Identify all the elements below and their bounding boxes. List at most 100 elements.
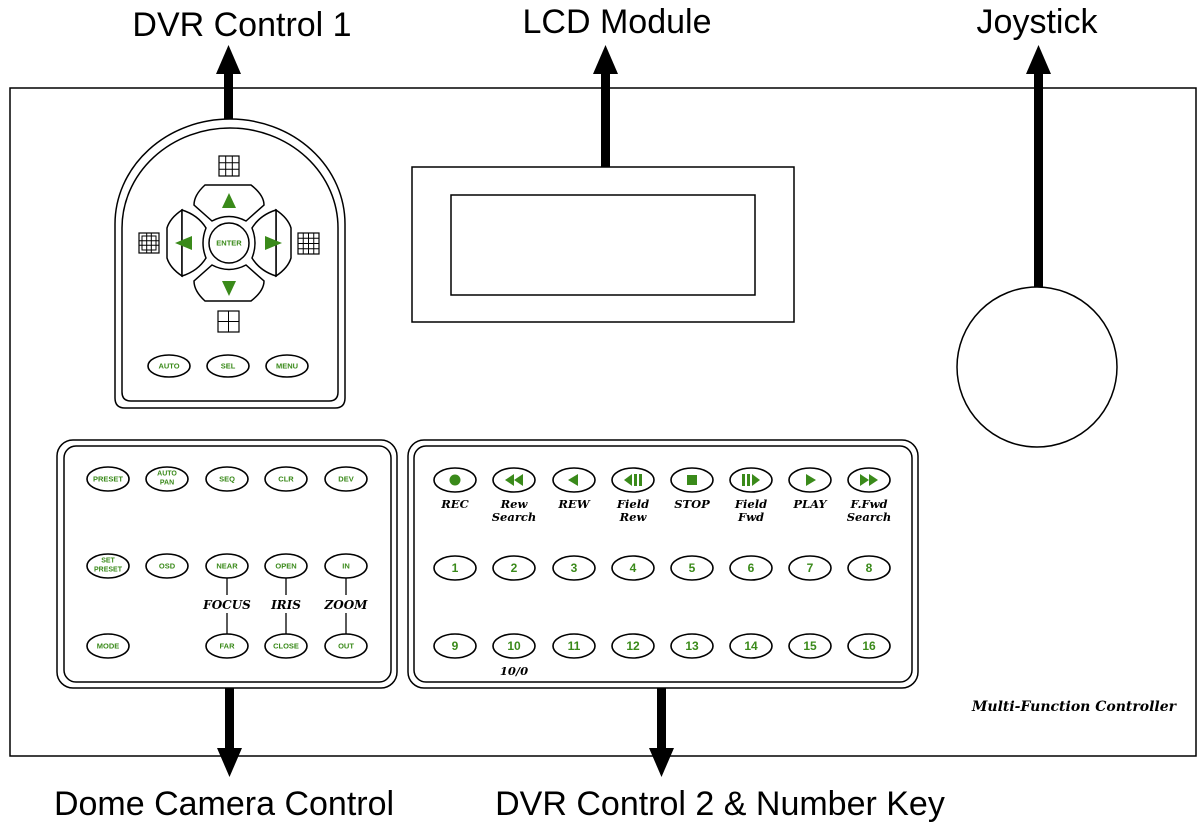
number-key-9[interactable]: 9 bbox=[433, 633, 477, 659]
preset-label: PRESET bbox=[93, 475, 123, 484]
dvr-control-2-panel bbox=[407, 439, 919, 689]
auto-label: AUTO bbox=[158, 362, 179, 371]
rew-search-button[interactable] bbox=[492, 467, 536, 493]
field-forward-icon bbox=[742, 474, 760, 486]
lcd-screen bbox=[450, 194, 756, 296]
number-key-6[interactable]: 6 bbox=[729, 555, 773, 581]
number-key-7[interactable]: 7 bbox=[788, 555, 832, 581]
arrow-dome-camera-control bbox=[217, 688, 242, 777]
auto-button[interactable]: AUTO bbox=[147, 354, 191, 378]
number-key-13[interactable]: 13 bbox=[670, 633, 714, 659]
number-key-7-label: 7 bbox=[807, 561, 814, 575]
sel-button[interactable]: SEL bbox=[206, 354, 250, 378]
preset-button[interactable]: PRESET bbox=[86, 466, 130, 492]
auto-pan-label-1: AUTO bbox=[157, 471, 177, 478]
number-key-11[interactable]: 11 bbox=[552, 633, 596, 659]
arrow-joystick bbox=[1026, 45, 1051, 294]
down-button[interactable] bbox=[193, 264, 265, 302]
arrow-dvr-control-1 bbox=[216, 45, 241, 134]
right-arrow-icon bbox=[265, 236, 282, 250]
number-key-11-label: 11 bbox=[568, 639, 581, 653]
seq-button[interactable]: SEQ bbox=[205, 466, 249, 492]
quad-grid-9-icon[interactable] bbox=[218, 155, 240, 177]
out-label: OUT bbox=[338, 642, 354, 651]
number-key-6-label: 6 bbox=[748, 561, 755, 575]
play-label: PLAY bbox=[792, 497, 828, 511]
close-button[interactable]: CLOSE bbox=[264, 633, 308, 659]
seq-label: SEQ bbox=[219, 475, 235, 484]
in-label: IN bbox=[342, 562, 350, 571]
stop-icon bbox=[687, 475, 697, 485]
fast-forward-icon bbox=[860, 474, 878, 486]
field-rewind-icon bbox=[624, 474, 642, 486]
callout-dome-camera-control: Dome Camera Control bbox=[54, 785, 394, 823]
auto-pan-button[interactable]: AUTO PAN bbox=[145, 466, 189, 492]
rec-button[interactable] bbox=[433, 467, 477, 493]
play-button[interactable] bbox=[788, 467, 832, 493]
dev-label: DEV bbox=[338, 475, 353, 484]
joystick[interactable] bbox=[956, 286, 1118, 448]
number-key-2[interactable]: 2 bbox=[492, 555, 536, 581]
set-preset-label-1: SET bbox=[101, 558, 115, 565]
near-label: NEAR bbox=[216, 562, 238, 571]
number-key-15-label: 15 bbox=[803, 639, 817, 653]
rew-button[interactable] bbox=[552, 467, 596, 493]
far-label: FAR bbox=[220, 642, 236, 651]
ten-zero-label: 10/0 bbox=[500, 664, 528, 678]
iris-label: IRIS bbox=[270, 598, 301, 612]
out-button[interactable]: OUT bbox=[324, 633, 368, 659]
rec-label: REC bbox=[440, 497, 469, 511]
number-key-3[interactable]: 3 bbox=[552, 555, 596, 581]
down-arrow-icon bbox=[222, 281, 236, 296]
callout-dvr-control-2: DVR Control 2 & Number Key bbox=[495, 785, 945, 823]
number-key-14[interactable]: 14 bbox=[729, 633, 773, 659]
osd-label: OSD bbox=[159, 562, 176, 571]
f-fwd-search-button[interactable] bbox=[847, 467, 891, 493]
number-key-1[interactable]: 1 bbox=[433, 555, 477, 581]
split-grid-icon[interactable] bbox=[138, 232, 160, 254]
set-preset-button[interactable]: SET PRESET bbox=[86, 553, 130, 579]
number-key-4-label: 4 bbox=[630, 561, 637, 575]
open-label: OPEN bbox=[275, 562, 296, 571]
open-button[interactable]: OPEN bbox=[264, 553, 308, 579]
osd-button[interactable]: OSD bbox=[145, 553, 189, 579]
number-key-3-label: 3 bbox=[571, 561, 578, 575]
field-rew-button[interactable] bbox=[611, 467, 655, 493]
dev-button[interactable]: DEV bbox=[324, 466, 368, 492]
clr-button[interactable]: CLR bbox=[264, 466, 308, 492]
far-button[interactable]: FAR bbox=[205, 633, 249, 659]
field-fwd-button[interactable] bbox=[729, 467, 773, 493]
in-button[interactable]: IN bbox=[324, 553, 368, 579]
number-key-4[interactable]: 4 bbox=[611, 555, 655, 581]
stop-button[interactable] bbox=[670, 467, 714, 493]
left-button[interactable] bbox=[166, 208, 207, 278]
mode-button[interactable]: MODE bbox=[86, 633, 130, 659]
number-key-10-label: 10 bbox=[507, 639, 521, 653]
arrow-dvr-control-2 bbox=[649, 688, 674, 777]
grid-4-icon[interactable] bbox=[217, 310, 240, 333]
right-button[interactable] bbox=[251, 208, 292, 278]
set-preset-label-2: PRESET bbox=[94, 567, 123, 574]
number-key-14-label: 14 bbox=[744, 639, 758, 653]
number-key-9-label: 9 bbox=[452, 639, 459, 653]
up-arrow-icon bbox=[222, 193, 236, 208]
number-key-12[interactable]: 12 bbox=[611, 633, 655, 659]
callout-dvr-control-1: DVR Control 1 bbox=[132, 6, 351, 44]
number-key-15[interactable]: 15 bbox=[788, 633, 832, 659]
near-button[interactable]: NEAR bbox=[205, 553, 249, 579]
number-key-16[interactable]: 16 bbox=[847, 633, 891, 659]
enter-button[interactable]: ENTER bbox=[208, 222, 250, 264]
stop-label: STOP bbox=[674, 497, 710, 511]
number-key-10[interactable]: 10 bbox=[492, 633, 536, 659]
up-button[interactable] bbox=[193, 184, 265, 222]
callout-joystick: Joystick bbox=[977, 3, 1099, 41]
grid-16-icon[interactable] bbox=[297, 232, 320, 255]
number-key-8[interactable]: 8 bbox=[847, 555, 891, 581]
number-key-5[interactable]: 5 bbox=[670, 555, 714, 581]
menu-button[interactable]: MENU bbox=[265, 354, 309, 378]
mode-label: MODE bbox=[97, 642, 120, 651]
focus-label: FOCUS bbox=[202, 598, 251, 612]
